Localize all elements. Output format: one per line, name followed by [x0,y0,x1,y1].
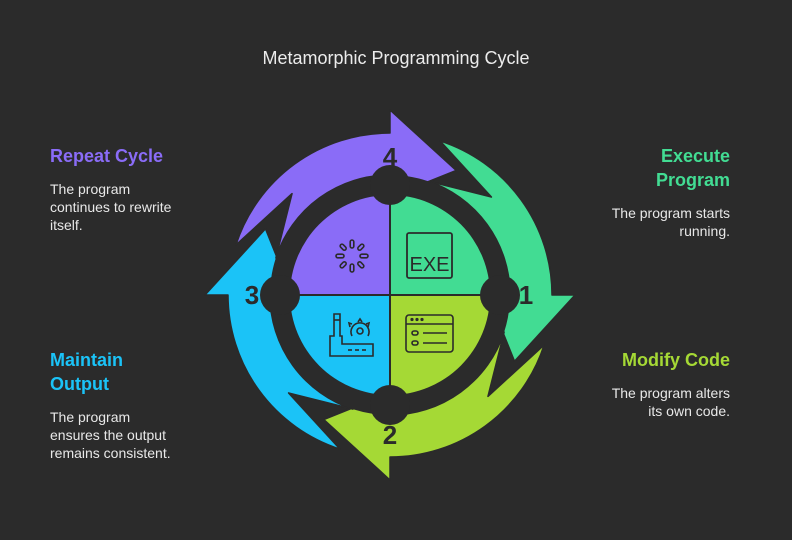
step-3-description: The program ensures the output remains c… [50,408,250,462]
step-3-desc-line: remains consistent. [50,445,171,461]
step-1-description: The program starts running. [530,204,730,240]
factory-gear-icon [329,313,374,357]
step-2-title: Modify Code [622,350,730,370]
step-3-title-line: Maintain [50,350,124,370]
ring-notches [260,165,520,425]
step-3-desc-line: ensures the output [50,427,166,443]
center-quadrants [290,195,490,395]
step-number-4: 4 [383,142,398,172]
ring-notch [480,275,520,315]
ring-notch [370,165,410,205]
step-1-title-line: Program [655,170,730,190]
step-3-title-line: Output [50,374,109,394]
step-1-title-line: Execute [660,146,730,166]
step-number-1: 1 [519,280,533,310]
code-window-icon [405,314,454,353]
diagram-title: Metamorphic Programming Cycle [262,48,530,68]
step-2-text: Modify Code The program alters its own c… [530,348,730,420]
step-4-desc-line: The program [50,181,131,197]
step-2-desc-line: its own code. [648,403,730,419]
step-1-title: Execute Program [530,144,730,192]
step-2-description: The program alters its own code. [530,384,730,420]
loading-spinner-icon [335,239,369,273]
step-4-desc-line: itself. [50,217,83,233]
step-3-title: Maintain Output [50,348,250,396]
cycle-arrows [204,109,576,481]
step-3-text: Maintain Output The program ensures the … [50,348,250,462]
step-1-desc-line: The program starts [611,205,730,221]
step-1-text: Execute Program The program starts runni… [530,144,730,240]
step-4-desc-line: continues to rewrite [50,199,172,215]
step-4-text: Repeat Cycle The program continues to re… [50,144,250,234]
ring-notch [370,385,410,425]
exe-file-icon: EXE [406,232,453,279]
step-1-desc-line: running. [679,223,730,239]
quadrant-execute [390,195,490,295]
ring-notch [260,275,300,315]
quadrant-maintain [290,295,390,395]
quadrant-modify [390,295,490,395]
step-4-title: Repeat Cycle [50,146,164,166]
step-number-2: 2 [383,420,397,450]
step-2-desc-line: The program alters [611,385,730,401]
exe-label: EXE [409,254,449,276]
step-3-desc-line: The program [50,409,131,425]
step-number-3: 3 [245,280,259,310]
step-4-description: The program continues to rewrite itself. [50,180,250,234]
